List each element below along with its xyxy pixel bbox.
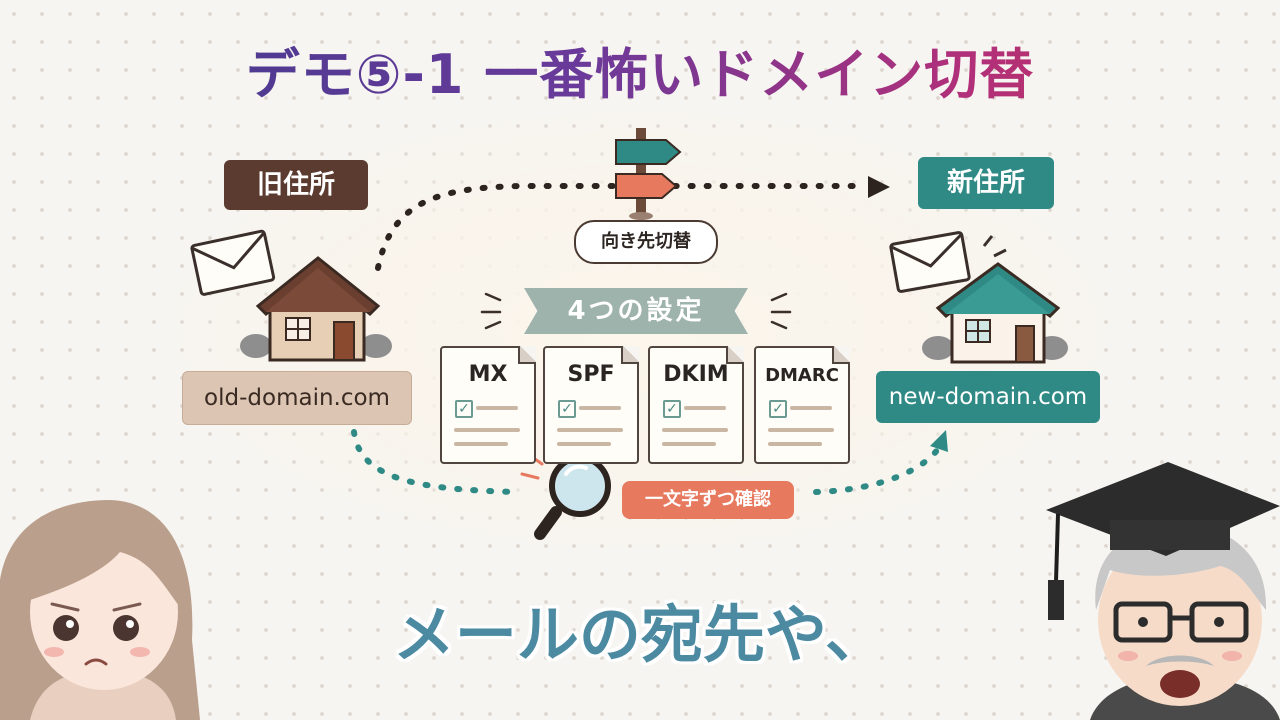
setting-card-title: DKIM xyxy=(663,362,729,387)
setting-card-dkim: DKIM ✓ xyxy=(648,346,744,464)
checkbox-icon: ✓ xyxy=(663,400,681,418)
subtitle-caption: メールの宛先や、 xyxy=(392,598,888,671)
checkbox-icon: ✓ xyxy=(769,400,787,418)
envelope-icon xyxy=(190,229,276,296)
bottom-dotted-arrow-path xyxy=(351,429,943,495)
page-title: デモ⑤-1 一番怖いドメイン切替 xyxy=(0,30,1280,109)
setting-card-title: DMARC xyxy=(765,365,839,386)
checkbox-icon: ✓ xyxy=(455,400,473,418)
arrow-icon xyxy=(868,176,890,198)
girl-character-avatar xyxy=(0,500,200,720)
switch-direction-label: 向き先切替 xyxy=(574,220,718,264)
confirm-each-character-label: 一文字ずつ確認 xyxy=(622,481,794,519)
envelope-icon xyxy=(889,231,971,293)
setting-card-title: SPF xyxy=(567,362,615,387)
new-domain-box: new-domain.com xyxy=(876,371,1100,423)
arrow-icon xyxy=(930,430,948,452)
setting-card-dmarc: DMARC ✓ xyxy=(754,346,850,464)
new-address-label: 新住所 xyxy=(918,157,1054,209)
old-domain-box: old-domain.com xyxy=(182,371,412,425)
checkbox-icon: ✓ xyxy=(558,400,576,418)
house-icon xyxy=(240,256,392,362)
settings-banner: 4つの設定 xyxy=(524,288,748,334)
setting-card-spf: SPF ✓ xyxy=(543,346,639,464)
professor-character-avatar xyxy=(1046,462,1280,720)
setting-card-title: MX xyxy=(468,362,508,387)
setting-card-mx: MX ✓ xyxy=(440,346,536,464)
house-icon xyxy=(922,262,1068,364)
old-address-label: 旧住所 xyxy=(224,160,368,210)
sparkle-lines xyxy=(480,292,792,330)
signpost-icon xyxy=(615,128,682,220)
